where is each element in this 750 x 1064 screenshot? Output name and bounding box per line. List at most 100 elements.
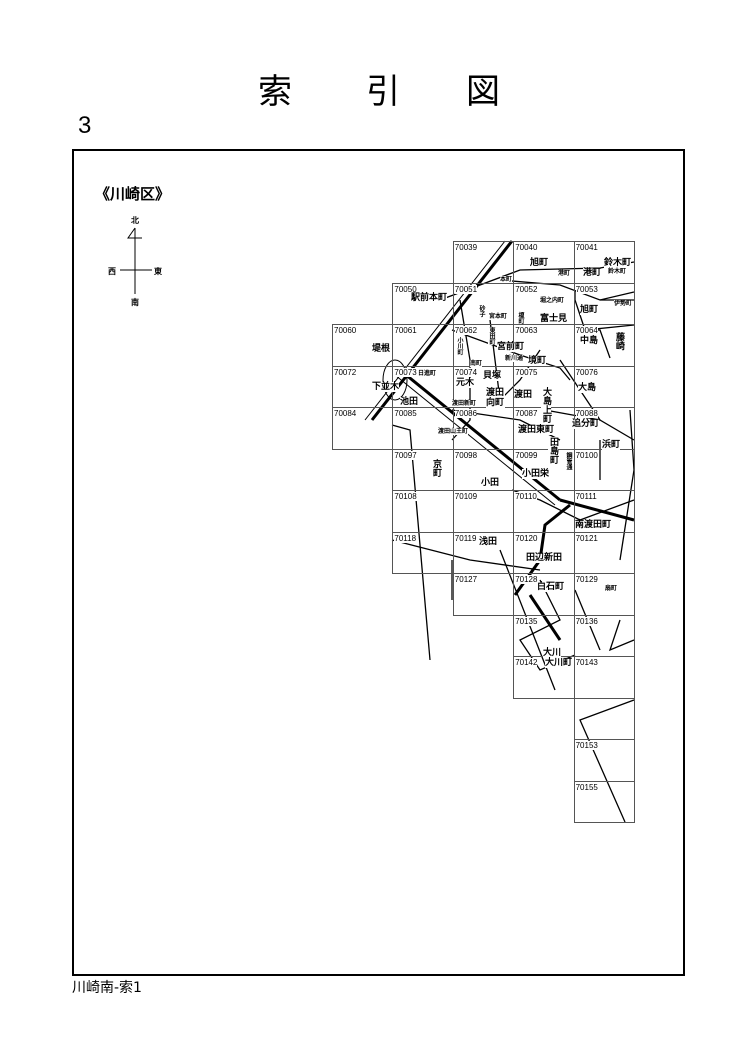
sheet-number: 70097 — [394, 450, 417, 460]
place-name: 大島上町 — [541, 387, 551, 423]
place-name: 貝塚 — [483, 371, 502, 381]
place-name: 渡田山王町 — [438, 428, 469, 435]
place-name: 南渡田町 — [575, 520, 612, 530]
place-name: 堤根 — [372, 344, 391, 354]
sheet-number: 70120 — [515, 533, 538, 543]
place-name: 伊勢町 — [614, 300, 633, 307]
sheet-number: 70128 — [515, 575, 538, 584]
place-name: 大川町 — [545, 658, 573, 668]
place-name: 境町 — [528, 356, 547, 366]
sheet-number: 70072 — [334, 367, 357, 377]
sheet-number: 70088 — [575, 409, 598, 418]
sheet-number: 70099 — [515, 450, 538, 460]
sheet-number: 70064 — [575, 326, 598, 335]
sheet-number: 70111 — [575, 492, 597, 501]
page-number: 3 — [78, 112, 92, 139]
place-name: 大川 — [543, 648, 562, 658]
place-name: 池田 — [400, 397, 419, 407]
place-name: 元木 — [456, 378, 475, 388]
place-name: 港町 — [558, 270, 571, 277]
sheet-number: 70052 — [515, 284, 538, 294]
place-name: 浅田 — [479, 537, 498, 547]
sheet-number: 70076 — [575, 367, 598, 377]
place-name: 扇町 — [605, 585, 618, 592]
place-name: 新川通 — [505, 355, 524, 362]
sheet-number: 70121 — [575, 533, 598, 543]
sheet-number: 70053 — [575, 284, 598, 294]
place-name: 砂子 — [478, 305, 485, 317]
sheet-number: 70108 — [394, 492, 417, 501]
place-name: 京町 — [431, 459, 441, 477]
place-name: 鈴木町 — [608, 268, 627, 275]
compass-north: 北 — [131, 216, 139, 225]
sheet-number: 70136 — [575, 616, 598, 626]
sheet-number: 70119 — [454, 533, 477, 543]
place-name: 藤崎 — [614, 332, 624, 350]
place-name: 小田栄 — [522, 469, 550, 479]
sheet-number: 70084 — [334, 409, 357, 418]
place-name: 小川町 — [456, 337, 463, 355]
place-name: 鋼管通 — [565, 452, 572, 470]
place-name: 港町 — [583, 268, 602, 278]
title-char: 引 — [366, 72, 400, 112]
compass-rose — [120, 227, 152, 294]
sheet-number: 70040 — [515, 243, 538, 252]
sheet-number: 70100 — [575, 450, 598, 460]
sheet-number: 70061 — [394, 326, 417, 335]
sheet-number: 70153 — [575, 741, 598, 750]
place-name: 駅前本町 — [411, 293, 448, 303]
place-name: 田辺新田 — [526, 553, 563, 563]
sheet-number: 70143 — [575, 658, 598, 667]
sheet-number: 70086 — [454, 409, 478, 418]
sheet-number: 70118 — [394, 533, 417, 543]
title-char: 索 — [258, 72, 292, 112]
sheet-number: 70085 — [394, 409, 417, 418]
sheet-number: 70087 — [515, 409, 538, 418]
sheet-number: 70110 — [515, 492, 537, 501]
footer-page-label: 川崎南-索1 — [72, 980, 142, 996]
sheet-number: 70142 — [515, 658, 538, 667]
sheet-number: 70039 — [454, 243, 478, 252]
sheet-number: 70062 — [454, 326, 478, 335]
place-name: 宮前町 — [497, 342, 525, 352]
sheet-number: 70109 — [454, 492, 478, 501]
sheet-number: 70074 — [454, 367, 478, 377]
sheet-number: 70060 — [334, 326, 357, 335]
map-sheet-cell[interactable] — [573, 780, 635, 823]
map-frame — [72, 149, 685, 976]
sheet-number: 70135 — [515, 616, 538, 626]
place-name: 白石町 — [537, 582, 565, 592]
sheet-number: 70063 — [515, 326, 538, 335]
title-char: 図 — [466, 72, 500, 112]
place-name: 中島 — [580, 336, 599, 346]
place-name: 東田町 — [488, 327, 495, 345]
place-name: 渡田東町 — [518, 425, 555, 435]
sheet-number: 70098 — [454, 450, 478, 460]
place-name: 宮本町 — [489, 313, 508, 320]
place-name: 榎町 — [517, 312, 524, 324]
place-name: 追分町 — [572, 419, 600, 429]
place-name: 旭町 — [530, 258, 549, 268]
place-name: 浜町 — [602, 440, 621, 450]
place-name: 富士見 — [540, 314, 568, 324]
compass-west: 西 — [108, 267, 116, 276]
compass-east: 東 — [154, 267, 162, 276]
sheet-number: 70050 — [394, 284, 417, 294]
place-name: 日進町 — [418, 370, 437, 377]
place-name: 渡田 — [514, 390, 533, 400]
sheet-number: 70073 — [394, 367, 417, 377]
place-name: 渡田向町 — [486, 388, 505, 408]
map-sheet-cell[interactable] — [573, 697, 635, 740]
sheet-number: 70041 — [575, 243, 598, 252]
sheet-number: 70155 — [575, 782, 598, 792]
ward-label: 《川崎区》 — [95, 185, 171, 203]
place-name: 渡田新町 — [452, 400, 477, 407]
place-name: 鈴木町 — [604, 258, 632, 268]
compass-south: 南 — [131, 298, 139, 307]
place-name: 下並木 — [372, 382, 400, 392]
sheet-number: 70051 — [454, 284, 478, 294]
place-name: 堀之内町 — [540, 297, 565, 304]
place-name: 南町 — [470, 360, 483, 367]
sheet-number: 70075 — [515, 367, 538, 377]
